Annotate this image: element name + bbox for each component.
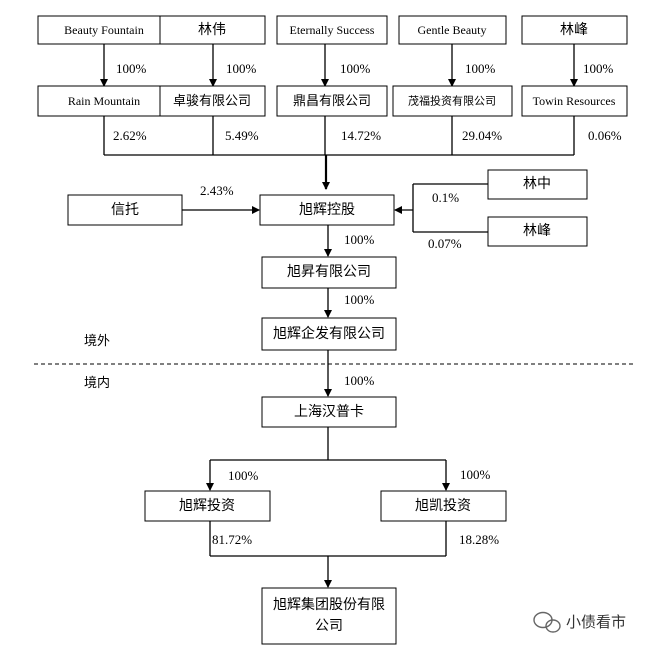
node-xuhui-invest: 旭辉投资: [179, 498, 235, 514]
watermark: 小债看市: [533, 611, 626, 633]
node-beauty-fountain: Beauty Fountain: [64, 23, 144, 37]
node-lin-wei: 林伟: [198, 22, 226, 38]
pct-holdings-to-xusheng: 100%: [344, 232, 375, 247]
pct-maofu-share: 29.04%: [462, 128, 502, 143]
box-shanghai-hanpuka: [261, 396, 397, 428]
node-xusheng: 旭昇有限公司: [287, 264, 371, 280]
region-overseas-label: 境外: [84, 333, 110, 348]
box-lin-feng-top: [521, 15, 628, 45]
node-xuhui-group-line2: 公司: [315, 619, 343, 634]
node-lin-zhong: 林中: [523, 176, 551, 192]
node-zhuojun: 卓骏有限公司: [173, 93, 251, 108]
pct-linfeng-to-towin: 100%: [583, 61, 614, 76]
node-xuhui-group-line1: 旭辉集团股份有限: [273, 596, 385, 613]
pct-qifa-to-hanpuka: 100%: [344, 373, 375, 388]
box-rain-mountain: [37, 85, 171, 117]
box-maofu: [392, 85, 513, 117]
pct-xintuo-share: 2.43%: [200, 183, 234, 198]
node-xuhui-holdings: 旭辉控股: [299, 202, 355, 218]
boxes: [37, 15, 628, 645]
pct-linzhong-share: 0.1%: [432, 190, 459, 205]
pct-towin-share: 0.06%: [588, 128, 622, 143]
node-xukai-invest: 旭凯投资: [415, 498, 471, 514]
box-xuhui-invest: [144, 490, 271, 522]
pct-gentle-to-maofu: 100%: [465, 61, 496, 76]
box-lin-zhong: [487, 169, 588, 200]
wechat-icon: [533, 611, 561, 633]
box-lin-wei: [159, 15, 266, 45]
node-rain-mountain: Rain Mountain: [68, 94, 140, 108]
node-shanghai-hanpuka: 上海汉普卡: [294, 404, 364, 420]
box-xintuo: [67, 194, 183, 226]
pct-xuhui-invest-share: 81.72%: [212, 532, 252, 547]
region-domestic-label: 境内: [84, 375, 110, 390]
box-zhuojun: [159, 85, 266, 117]
box-xuhui-qifa: [261, 317, 397, 351]
node-maofu: 茂福投资有限公司: [408, 94, 496, 108]
node-gentle-beauty: Gentle Beauty: [418, 23, 487, 37]
node-lin-feng-right: 林峰: [523, 223, 551, 239]
box-beauty-fountain: [37, 15, 171, 45]
pct-rain-share: 2.62%: [113, 128, 147, 143]
box-dingchang: [276, 85, 388, 117]
box-xuhui-holdings: [259, 194, 395, 226]
pct-hanpuka-to-xuhui-invest: 100%: [228, 468, 259, 483]
node-dingchang: 鼎昌有限公司: [293, 93, 371, 108]
node-xintuo: 信托: [111, 202, 139, 218]
box-xukai-invest: [380, 490, 507, 522]
watermark-text: 小债看市: [566, 613, 626, 631]
node-eternally-success: Eternally Success: [290, 23, 375, 37]
box-gentle-beauty: [398, 15, 507, 45]
node-lin-feng-top: 林峰: [560, 22, 588, 38]
connectors: [100, 44, 578, 588]
box-xusheng: [261, 256, 397, 289]
box-towin: [521, 85, 628, 117]
pct-linwei-to-zhuojun: 100%: [226, 61, 257, 76]
pct-beauty-to-rain: 100%: [116, 61, 147, 76]
pct-linfeng-share: 0.07%: [428, 236, 462, 251]
pct-xukai-invest-share: 18.28%: [459, 532, 499, 547]
pct-dingchang-share: 14.72%: [341, 128, 381, 143]
node-xuhui-qifa: 旭辉企发有限公司: [273, 325, 385, 342]
pct-hanpuka-to-xukai-invest: 100%: [460, 467, 491, 482]
box-lin-feng-right: [487, 216, 588, 247]
pct-eternally-to-dingchang: 100%: [340, 61, 371, 76]
node-towin: Towin Resources: [533, 94, 616, 108]
box-eternally-success: [276, 15, 388, 45]
box-xuhui-group: [261, 587, 397, 645]
pct-zhuojun-share: 5.49%: [225, 128, 259, 143]
pct-xusheng-to-qifa: 100%: [344, 292, 375, 307]
